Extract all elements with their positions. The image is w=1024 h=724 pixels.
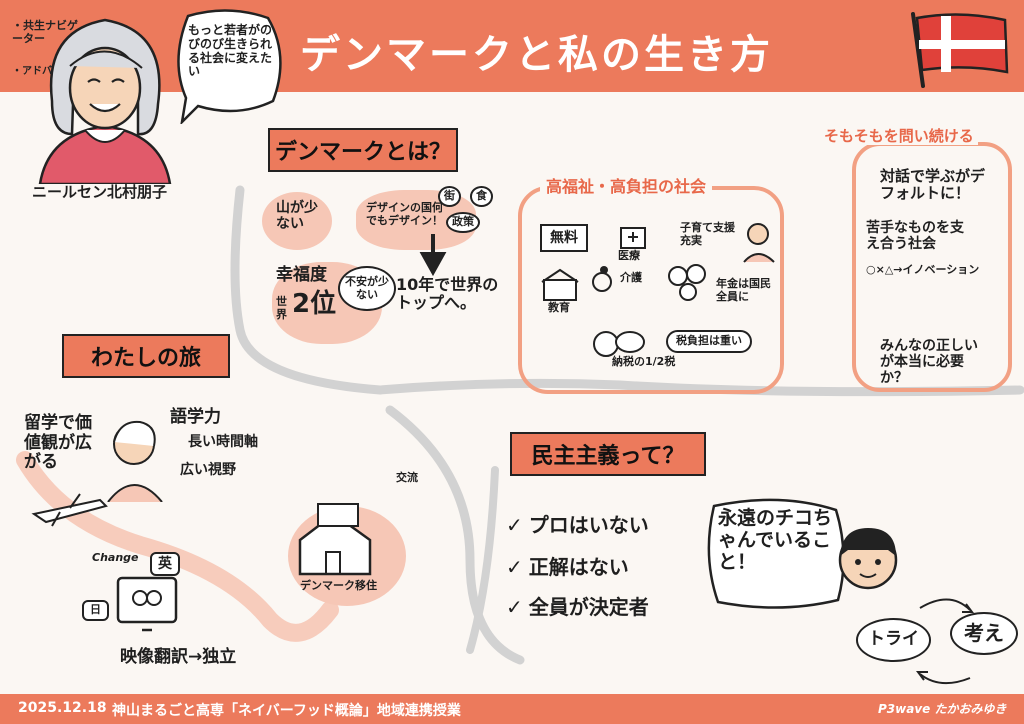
speaker-portrait [38, 18, 172, 184]
tax-share: 納税の1/2税 [612, 355, 676, 368]
speaker-role: ・共生ナビゲーター [12, 19, 78, 45]
happiness-rank-prefix: 世界 [276, 295, 287, 321]
chiko-character [838, 528, 898, 590]
support-note: 苦手なものを支え合う社会 [866, 220, 964, 253]
education-label: 教育 [548, 301, 570, 314]
family-icon [668, 264, 706, 301]
footer-date: 2025.12.18 [18, 700, 107, 716]
design-country-note: デザインの国何でもデザイン！ [366, 201, 443, 227]
design-tag: 街 [438, 186, 461, 207]
top-world-note: 10年で世界のトップへ。 [396, 275, 499, 313]
english-bubble: 英 [150, 552, 180, 577]
anxiety-bubble: 不安が少ない [338, 266, 396, 312]
long-time-note: 長い時間軸 [188, 434, 258, 450]
japanese-bubble: 日 [82, 600, 109, 621]
journey-section-heading: わたしの旅 [62, 334, 230, 378]
student-figure [107, 420, 163, 502]
childcare-label: 子育て支援充実 [680, 221, 735, 247]
tax-note: 税負担は重い [666, 330, 752, 353]
footer-band [0, 694, 1024, 724]
think-circle: 考え [950, 612, 1018, 655]
house-icon [298, 503, 372, 576]
wide-view-note: 広い視野 [180, 462, 236, 478]
video-screen-icon [116, 576, 178, 632]
study-abroad-note: 留学で価値観が広がる [24, 413, 92, 473]
speaker-role: ・アドバイザー [12, 66, 82, 77]
democracy-point: ✓プロはいない [506, 513, 649, 537]
hospital-icon [620, 227, 646, 249]
eternal-note: 永遠のチコちゃんでいること！ [718, 507, 833, 573]
try-circle: トライ [856, 618, 931, 662]
peach-blob [262, 192, 332, 250]
eternal-bubble [707, 498, 845, 609]
check-icon: ✓ [506, 513, 523, 537]
innovation-note: ○×△→イノベーション [866, 263, 980, 276]
denmark-flag-icon [911, 12, 1009, 88]
welfare-section-heading: 高福祉・高負担の社会 [540, 177, 713, 197]
democracy-point: ✓全員が決定者 [506, 595, 649, 619]
correctness-note: みんなの正しいが本当に必要か？ [880, 338, 978, 387]
language-note: 語学力 [170, 407, 221, 427]
footer-credit: P3wave たかおみゆき [878, 702, 1007, 716]
down-arrow-icon [419, 234, 447, 276]
check-icon: ✓ [506, 555, 523, 579]
header-band [0, 0, 1024, 92]
care-label: 介護 [620, 271, 642, 284]
denmark-section-heading: デンマークとは？ [268, 128, 458, 172]
medical-label: 医療 [618, 249, 640, 262]
cycle-arrows-icon [916, 598, 974, 685]
democracy-point: ✓正解はない [506, 555, 629, 579]
airplane-icon [31, 493, 108, 527]
school-icon [541, 268, 579, 301]
speaker-name: ニールセン北村朋子 [32, 183, 168, 201]
parent-child-icon [743, 223, 775, 263]
dialogue-note: 対話で学ぶがデフォルトに！ [880, 167, 986, 203]
pension-label: 年金は国民全員に [716, 277, 771, 303]
exchange-note: 交流 [396, 471, 418, 484]
design-tag: 食 [470, 186, 493, 207]
design-tag: 政策 [446, 212, 480, 233]
footer-course: 神山まるごと高専「ネイバーフッド概論」地域連携授業 [112, 703, 461, 719]
wheelchair-icon [592, 266, 612, 292]
happiness-rank: 2位 [292, 289, 337, 319]
change-label: Change [92, 551, 139, 564]
happiness-label: 幸福度 [276, 265, 327, 285]
translation-note: 映像翻訳→独立 [120, 647, 237, 667]
speech-bubble [177, 9, 282, 124]
speaker-quote: もっと若者がのびのび生きられる社会に変えたい [188, 23, 273, 79]
mountain-note: 山が少ない [276, 200, 318, 233]
check-icon: ✓ [506, 595, 523, 619]
free-box: 無料 [540, 224, 588, 253]
coins-icon [593, 331, 645, 357]
questioning-section-heading: そもそもを問い続ける [820, 127, 978, 146]
democracy-section-heading: 民主主義って？ [510, 432, 706, 476]
move-note: デンマーク移住 [300, 579, 377, 592]
page-title: デンマークと私の生き方 [300, 32, 773, 78]
